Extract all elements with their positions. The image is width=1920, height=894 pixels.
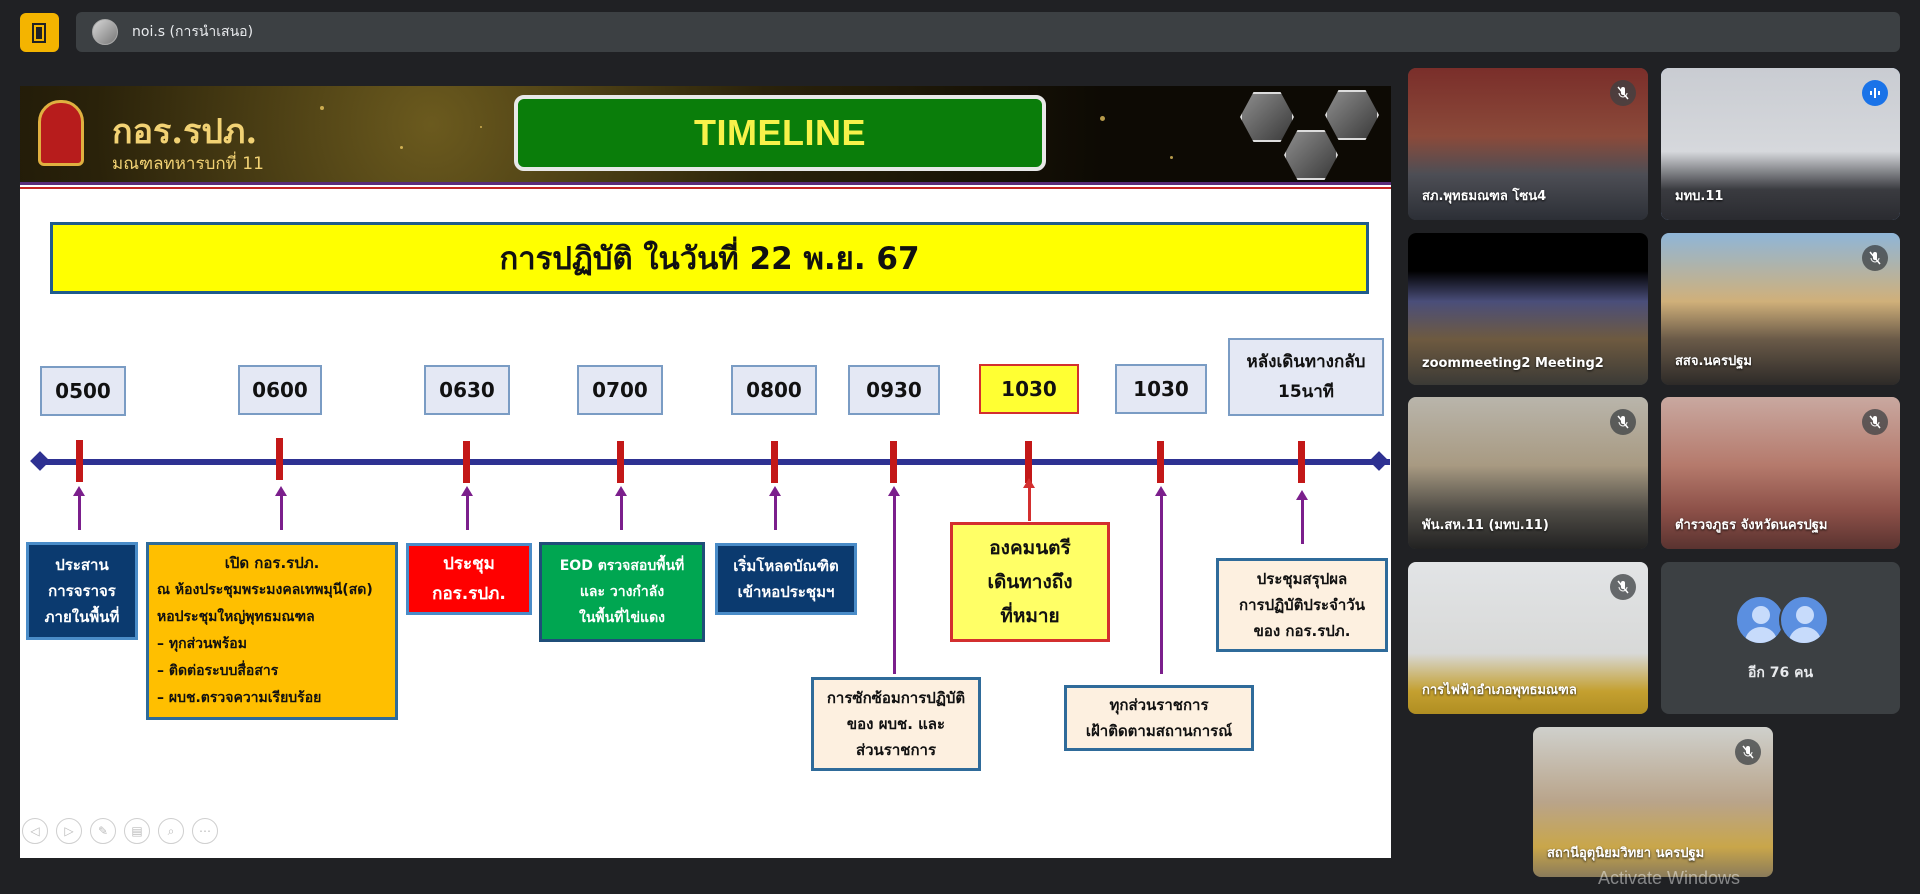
participant-tile[interactable]: สภ.พุทธมณฑล โซน4 (1408, 68, 1648, 220)
participant-name: สสจ.นครปฐม (1675, 354, 1752, 369)
time-label: 0930 (848, 365, 940, 415)
participant-name: พัน.สห.11 (มทบ.11) (1422, 518, 1549, 533)
axis-start-marker (30, 451, 50, 471)
tick (76, 440, 83, 482)
time-label: 0700 (577, 365, 663, 415)
event-box: การซักซ้อมการปฏิบัติ ของ ผบช. และ ส่วนรา… (811, 677, 981, 771)
time-label: 0800 (731, 365, 817, 415)
participant-tile[interactable]: พัน.สห.11 (มทบ.11) (1408, 397, 1648, 549)
event-box: ประชุม กอร.รปภ. (406, 543, 532, 615)
mic-off-icon (1862, 245, 1888, 271)
participant-name: สถานีอุตุนิยมวิทยา นครปฐม (1547, 846, 1705, 861)
shared-slide: กอร.รปภ. มณฑลทหารบกที่ 11 TIMELINE การปฏ… (20, 86, 1391, 858)
participant-name: สภ.พุทธมณฑล โซน4 (1422, 189, 1547, 204)
time-label-highlight: 1030 (979, 364, 1079, 414)
mic-off-icon (1610, 574, 1636, 600)
tick (1025, 441, 1032, 483)
more-options-icon[interactable]: ⋯ (192, 818, 218, 844)
present-icon (31, 22, 46, 43)
tick (463, 441, 470, 483)
participant-tile[interactable]: zoommeeting2 Meeting2 (1408, 233, 1648, 385)
org-subtitle: มณฑลทหารบกที่ 11 (112, 154, 264, 174)
timeline-banner: TIMELINE (514, 95, 1046, 171)
arrow (1155, 486, 1167, 674)
more-participants-label: อีก 76 คน (1747, 665, 1814, 681)
org-title: กอร.รปภ. (112, 112, 258, 152)
time-label: 0500 (40, 366, 126, 416)
tick (771, 441, 778, 483)
timeline-banner-text: TIMELINE (694, 112, 866, 153)
more-participants-avatars (1735, 595, 1831, 645)
participant-name: มทบ.11 (1675, 189, 1724, 204)
hex-photo-1 (1240, 92, 1294, 142)
arrow (461, 486, 473, 530)
army-emblem-icon (38, 100, 84, 166)
time-label: หลังเดินทางกลับ 15นาที (1228, 338, 1384, 416)
activate-windows-watermark: Activate Windows (1598, 868, 1741, 888)
presenter-avatar (92, 19, 118, 45)
participant-name: zoommeeting2 Meeting2 (1422, 356, 1604, 371)
slides-grid-icon[interactable]: ▤ (124, 818, 150, 844)
hex-photo-2 (1325, 90, 1379, 140)
arrow (888, 486, 900, 674)
event-box: เริ่มโหลดบัณฑิต เข้าหอประชุมฯ (715, 543, 857, 615)
event-box: EOD ตรวจสอบพื้นที่ และ วางกำลัง ในพื้นที… (539, 542, 705, 642)
arrow (1023, 478, 1035, 521)
mic-off-icon (1610, 409, 1636, 435)
participant-name: ตำรวจภูธร จังหวัดนครปฐม (1675, 518, 1828, 533)
mic-off-icon (1610, 80, 1636, 106)
mic-off-icon (1862, 409, 1888, 435)
avatar-icon (1779, 595, 1829, 645)
mic-off-icon (1735, 739, 1761, 765)
self-view-tile[interactable]: สถานีอุตุนิยมวิทยา นครปฐม (1533, 727, 1773, 877)
time-label: 0630 (424, 365, 510, 415)
participant-tile[interactable]: การไฟฟ้าอำเภอพุทธมณฑล (1408, 562, 1648, 714)
tick (1298, 441, 1305, 483)
event-box: เปิด กอร.รปภ. ณ ห้องประชุมพระมงคลเทพมุนี… (146, 542, 398, 720)
avatar-icon (1735, 595, 1785, 645)
tick (276, 438, 283, 480)
slide-toolbar: ◁ ▷ ✎ ▤ ⌕ ⋯ (20, 818, 218, 844)
participant-name: การไฟฟ้าอำเภอพุทธมณฑล (1422, 683, 1577, 698)
more-participants-tile[interactable]: อีก 76 คน (1661, 562, 1900, 714)
arrow (769, 486, 781, 530)
slide-header: กอร.รปภ. มณฑลทหารบกที่ 11 TIMELINE (20, 86, 1391, 182)
hex-photo-3 (1284, 130, 1338, 180)
date-banner: การปฏิบัติ ในวันที่ 22 พ.ย. 67 (50, 222, 1369, 294)
date-title: การปฏิบัติ ในวันที่ 22 พ.ย. 67 (499, 241, 920, 277)
timeline-axis (40, 459, 1390, 465)
presenter-name: noi.s (การนำเสนอ) (132, 24, 254, 40)
arrow (73, 486, 85, 530)
header-stripes (20, 182, 1391, 192)
pen-icon[interactable]: ✎ (90, 818, 116, 844)
tick (890, 441, 897, 483)
next-slide-icon[interactable]: ▷ (56, 818, 82, 844)
tick (1157, 441, 1164, 483)
axis-end-marker (1369, 451, 1389, 471)
meeting-app-icon[interactable] (20, 13, 59, 52)
previous-slide-icon[interactable]: ◁ (22, 818, 48, 844)
arrow (615, 486, 627, 530)
participant-tile[interactable]: ตำรวจภูธร จังหวัดนครปฐม (1661, 397, 1900, 549)
presenter-bar[interactable]: noi.s (การนำเสนอ) (76, 12, 1900, 52)
arrow (275, 486, 287, 530)
arrow (1296, 490, 1308, 544)
time-label: 1030 (1115, 364, 1207, 414)
event-box: ประชุมสรุปผล การปฏิบัติประจำวัน ของ กอร.… (1216, 558, 1388, 652)
event-box: ประสาน การจราจร ภายในพื้นที่ (26, 542, 138, 640)
tick (617, 441, 624, 483)
event-box-highlight: องคมนตรี เดินทางถึง ที่หมาย (950, 522, 1110, 642)
zoom-icon[interactable]: ⌕ (158, 818, 184, 844)
event-box: ทุกส่วนราชการ เฝ้าติดตามสถานการณ์ (1064, 685, 1254, 751)
participant-tile[interactable]: สสจ.นครปฐม (1661, 233, 1900, 385)
time-label: 0600 (238, 365, 322, 415)
speaking-indicator-icon (1862, 80, 1888, 106)
participant-tile-active[interactable]: มทบ.11 (1661, 68, 1900, 220)
